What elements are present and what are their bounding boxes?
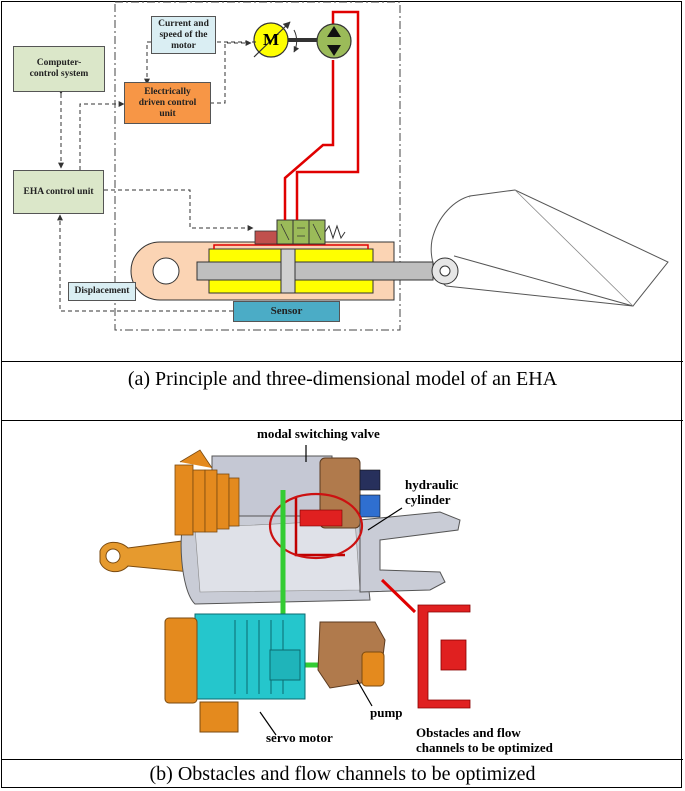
- obstacle-channel: [417, 604, 471, 709]
- pump-circle: [316, 23, 352, 59]
- sensor-box: Sensor: [233, 301, 340, 322]
- model-body: [99, 445, 461, 736]
- flow-lines: [283, 10, 360, 220]
- hydraulic-cylinder-schematic: [130, 241, 459, 301]
- label-modal-switching-valve: modal switching valve: [257, 426, 380, 441]
- computer-control-system-box: Computer- control system: [13, 46, 105, 92]
- motor-pump: [253, 21, 352, 59]
- signal-lines: [57, 40, 256, 312]
- caption-b: (b) Obstacles and flow channels to be op…: [149, 763, 536, 785]
- label-servo-motor: servo motor: [266, 730, 333, 745]
- caption-a: (a) Principle and three-dimensional mode…: [127, 368, 558, 390]
- current-speed-box: Current and speed of the motor: [151, 16, 216, 54]
- label-obstacles-channels: Obstacles and flow channels to be optimi…: [416, 725, 553, 755]
- label-pump: pump: [370, 705, 403, 720]
- displacement-box: Displacement: [68, 282, 136, 301]
- motor-symbol: M: [263, 30, 280, 49]
- eha-control-unit-box: EHA control unit: [13, 170, 104, 214]
- label-hydraulic-cylinder: hydraulic cylinder: [405, 477, 459, 507]
- electric-control-unit-box: Electrically driven control unit: [124, 82, 211, 124]
- divider-a-top: [1, 361, 683, 362]
- divider-a-bottom: [1, 420, 683, 421]
- divider-b-bottom: [1, 759, 683, 760]
- valve-symbol: [254, 219, 346, 245]
- eha-boundary: [114, 1, 401, 331]
